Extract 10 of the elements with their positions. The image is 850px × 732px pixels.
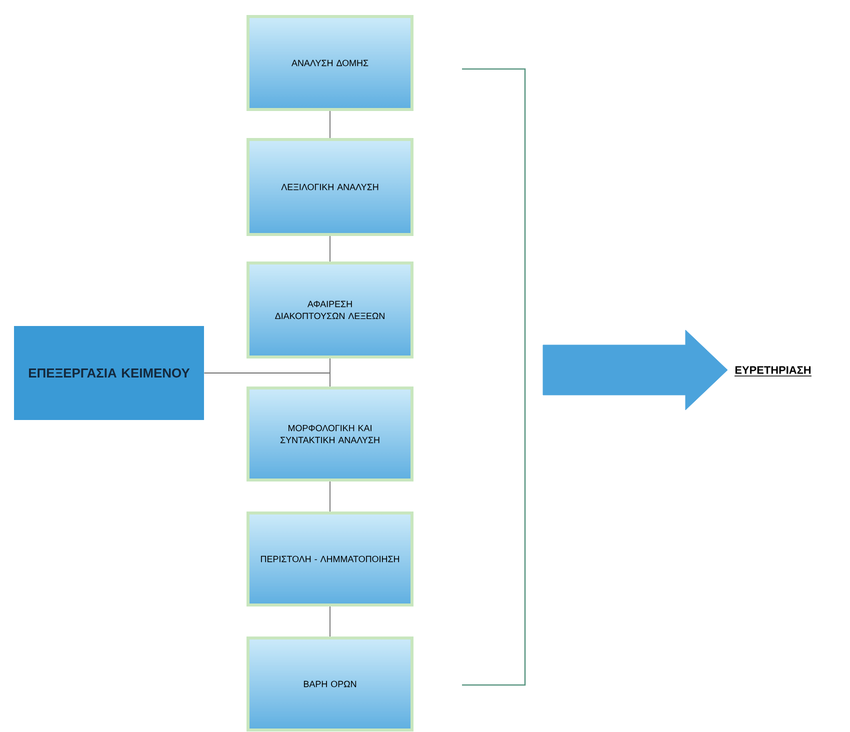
process-box: ΠΕΡΙΣΤΟΛΗ - ΛΗΜΜΑΤΟΠΟΙΗΣΗ xyxy=(246,512,414,606)
process-box: ΛΕΞΙΛΟΓΙΚΗ ΑΝΑΛΥΣΗ xyxy=(246,138,414,236)
process-box: ΜΟΡΦΟΛΟΓΙΚΗ ΚΑΙ ΣΥΝΤΑΚΤΙΚΗ ΑΝΑΛΥΣΗ xyxy=(246,386,414,482)
heading-text: ΕΥΡΕΤΗΡΙΑΣΗ xyxy=(734,366,812,376)
process-box: ΑΦΑΙΡΕΣΗ ΔΙΑΚΟΠΤΟΥΣΩΝ ΛΕΞΕΩΝ xyxy=(246,262,414,358)
process-box: ΒΑΡΗ ΟΡΩΝ xyxy=(246,636,414,732)
connector-line xyxy=(204,372,330,374)
process-box: ΕΠΕΞΕΡΓΑΣΙΑ ΚΕΙΜΕΝΟΥ xyxy=(14,326,204,420)
process-box: ΑΝΑΛΥΣΗ ΔΟΜΗΣ xyxy=(246,15,414,111)
block-arrow xyxy=(542,330,728,410)
